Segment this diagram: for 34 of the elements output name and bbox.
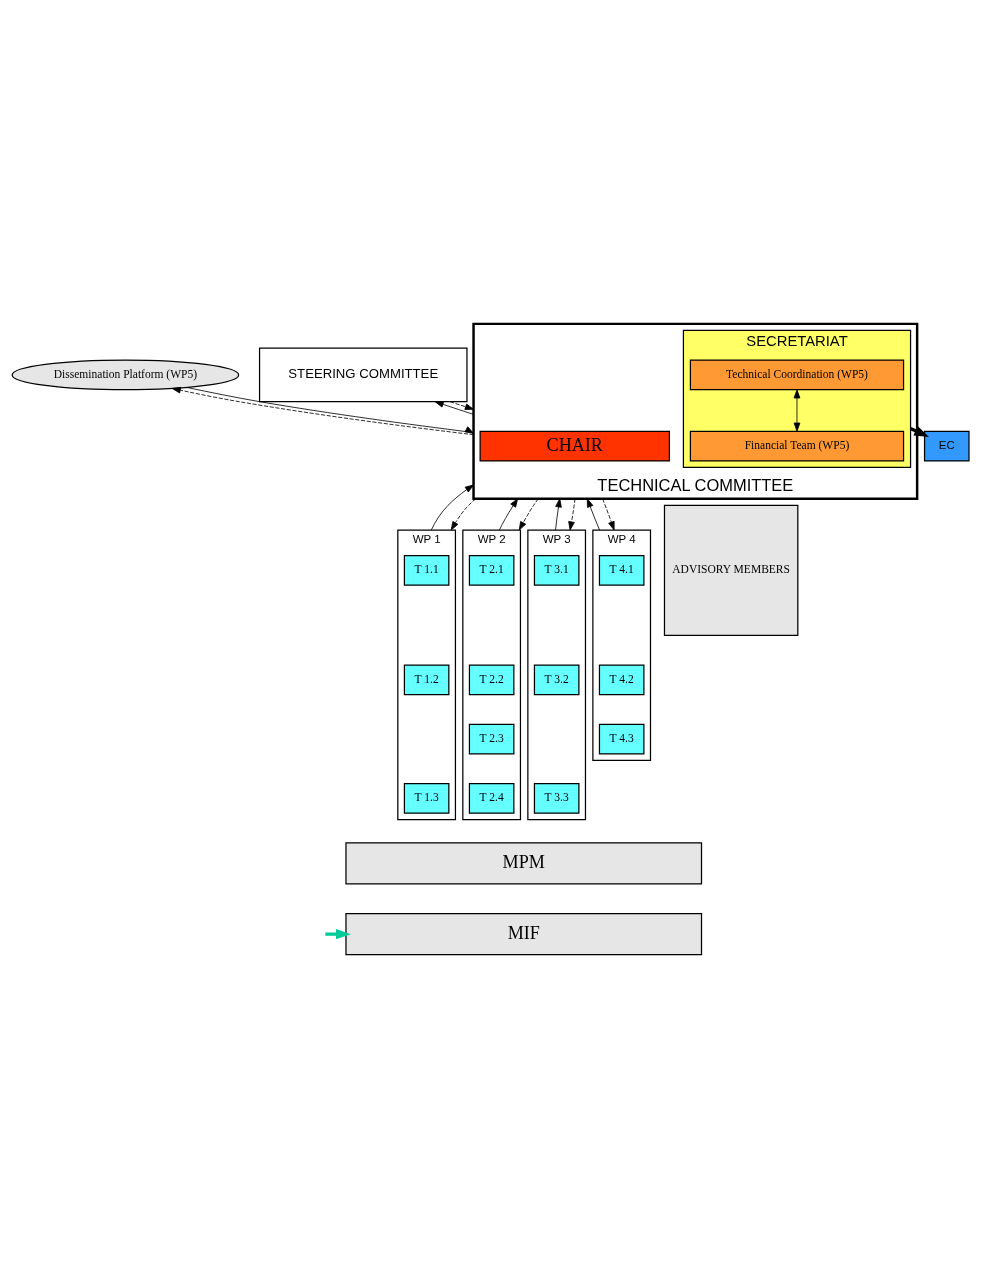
arrow [793, 388, 801, 432]
node-box: T 2.4 [468, 782, 515, 814]
node-box: T 1.2 [403, 663, 450, 695]
node-box: T 3.2 [533, 663, 580, 695]
node-box: CHAIR [479, 430, 671, 462]
arrow [602, 497, 615, 530]
arrow [325, 928, 351, 939]
arrow [498, 497, 519, 530]
node-box: T 2.3 [468, 723, 515, 754]
node-box: T 1.3 [403, 782, 450, 814]
node-box: T 4.2 [598, 663, 645, 695]
node-box: T 4.3 [598, 723, 645, 754]
node-box: Financial Team (WP5) [689, 430, 905, 462]
node-box: MIF [345, 912, 703, 955]
arrow [586, 497, 600, 530]
node-box: T 2.1 [468, 554, 515, 586]
arrow [518, 497, 539, 530]
arrow [430, 484, 474, 530]
node-box: T 3.1 [533, 554, 580, 586]
arrow [449, 400, 474, 410]
node-box: T 1.1 [403, 554, 450, 586]
node-box: Technical Coordination (WP5) [689, 358, 905, 390]
node-box: ADVISORY MEMBERS [663, 504, 799, 636]
arrow [434, 400, 474, 415]
node-box: T 2.2 [468, 663, 515, 695]
node-ellipse: Dissemination Platform (WP5) [11, 358, 240, 390]
node-box: STEERING COMMITTEE [258, 347, 468, 402]
node-box: T 4.1 [598, 554, 645, 586]
node-box: EC [923, 430, 970, 462]
arrow [555, 497, 562, 530]
arrow [568, 497, 576, 530]
arrow [450, 497, 477, 530]
node-box: T 3.3 [533, 782, 580, 814]
node-box: MPM [345, 841, 703, 885]
